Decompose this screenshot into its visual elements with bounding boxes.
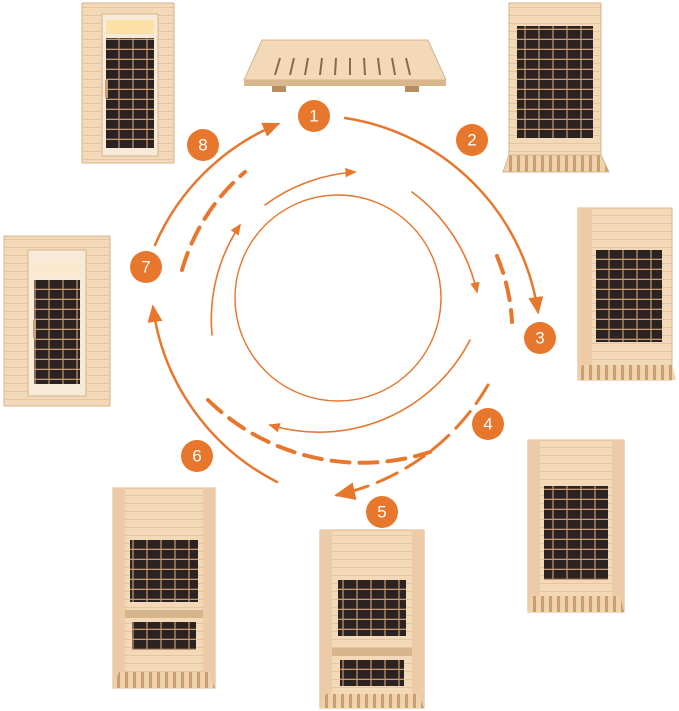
step-badge-3: 3	[524, 322, 556, 354]
inner-arc-top	[264, 167, 357, 206]
svg-text:2: 2	[467, 131, 476, 150]
step-badge-5: 5	[366, 496, 398, 528]
outer-arc-3-to-5	[334, 383, 490, 501]
step-badge-6: 6	[181, 440, 213, 472]
inner-arc-left	[210, 223, 241, 336]
svg-text:6: 6	[192, 447, 201, 466]
svg-text:7: 7	[141, 258, 150, 277]
svg-text:4: 4	[483, 415, 492, 434]
outer-arc-1-to-3	[343, 116, 544, 315]
inner-arc-right	[411, 191, 480, 294]
sauna-stage-1-floor-icon	[243, 39, 447, 92]
sauna-stage-8-complete-icon	[81, 2, 175, 164]
sauna-stage-4-side-panels-icon	[527, 439, 625, 613]
outer-arc-5-to-7	[147, 304, 279, 484]
sauna-stage-7-door-icon	[3, 235, 111, 407]
step-badge-8: 8	[187, 129, 219, 161]
inner-arc-bottom-right	[268, 339, 471, 433]
svg-text:8: 8	[198, 136, 207, 155]
center-ring	[234, 194, 442, 402]
cycle-arrows	[147, 116, 544, 501]
sauna-stage-2-back-panel-icon	[502, 2, 610, 173]
outer-dash-left	[180, 170, 247, 272]
svg-text:3: 3	[535, 329, 544, 348]
sauna-stage-3-side-panel-icon	[577, 207, 676, 381]
step-badge-7: 7	[130, 251, 162, 283]
step-badge-4: 4	[472, 408, 504, 440]
svg-text:1: 1	[309, 107, 318, 126]
step-badge-2: 2	[456, 124, 488, 156]
outer-dash-right	[495, 254, 514, 324]
sauna-stage-6-front-frame-icon	[112, 487, 216, 689]
step-badge-1: 1	[298, 100, 330, 132]
outer-arc-7-to-1	[153, 122, 281, 247]
sauna-stage-5-bench-icon	[319, 529, 425, 709]
inner-dash-bottom	[206, 398, 432, 465]
svg-text:5: 5	[377, 503, 386, 522]
